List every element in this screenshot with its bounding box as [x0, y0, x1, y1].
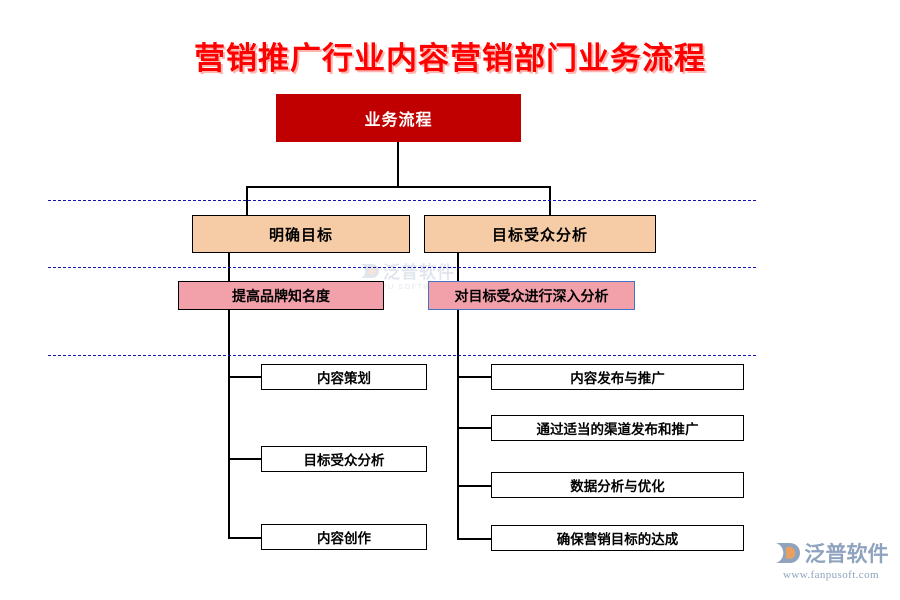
separator-band-3	[48, 355, 756, 356]
connector-right-leaf-1	[457, 376, 492, 378]
node-leaf-right-ensure-marketing-goals[interactable]: 确保营销目标的达成	[491, 525, 744, 551]
page-title: 营销推广行业内容营销部门业务流程	[194, 41, 706, 76]
connector-left-leaf-3	[228, 537, 262, 539]
fanpu-brand-icon	[775, 543, 800, 563]
fanpu-logo-icon	[361, 263, 379, 278]
connector-right-leaf-2	[457, 427, 492, 429]
node-root-business-process[interactable]: 业务流程	[276, 94, 521, 142]
connector-left-leaf-1	[228, 376, 262, 378]
separator-band-1	[48, 200, 756, 201]
node-leaf-left-audience-analysis[interactable]: 目标受众分析	[261, 446, 427, 472]
brand-logo-url: www.fanpusoft.com	[783, 569, 879, 581]
brand-logo-text: 泛普软件	[804, 543, 889, 566]
connector-left-trunk	[228, 310, 230, 538]
connector-root-bus	[246, 186, 551, 188]
separator-band-2	[48, 267, 756, 268]
connector-right-leaf-4	[457, 538, 492, 540]
node-leaf-left-content-creation[interactable]: 内容创作	[261, 524, 427, 550]
connector-right-leaf-3	[457, 485, 492, 487]
node-leaf-right-data-analysis-optimization[interactable]: 数据分析与优化	[491, 472, 744, 498]
node-l3-left-brand-awareness[interactable]: 提高品牌知名度	[178, 281, 384, 310]
node-l2-right-audience-analysis[interactable]: 目标受众分析	[424, 215, 656, 253]
watermark-text: 泛普软件	[383, 263, 455, 282]
node-leaf-right-content-publish-promote[interactable]: 内容发布与推广	[491, 364, 744, 390]
connector-left-leaf-2	[228, 458, 262, 460]
node-l2-left-define-goal[interactable]: 明确目标	[192, 215, 410, 253]
connector-right-trunk	[457, 310, 459, 539]
connector-root-stem	[397, 142, 399, 186]
node-l3-right-deep-audience-analysis[interactable]: 对目标受众进行深入分析	[428, 281, 635, 310]
brand-logo: 泛普软件 www.fanpusoft.com	[770, 538, 892, 581]
node-leaf-right-suitable-channels[interactable]: 通过适当的渠道发布和推广	[491, 415, 744, 441]
node-leaf-left-content-planning[interactable]: 内容策划	[261, 364, 427, 390]
brand-logo-row: 泛普软件	[774, 538, 889, 568]
watermark-row: 泛普软件	[359, 258, 455, 283]
